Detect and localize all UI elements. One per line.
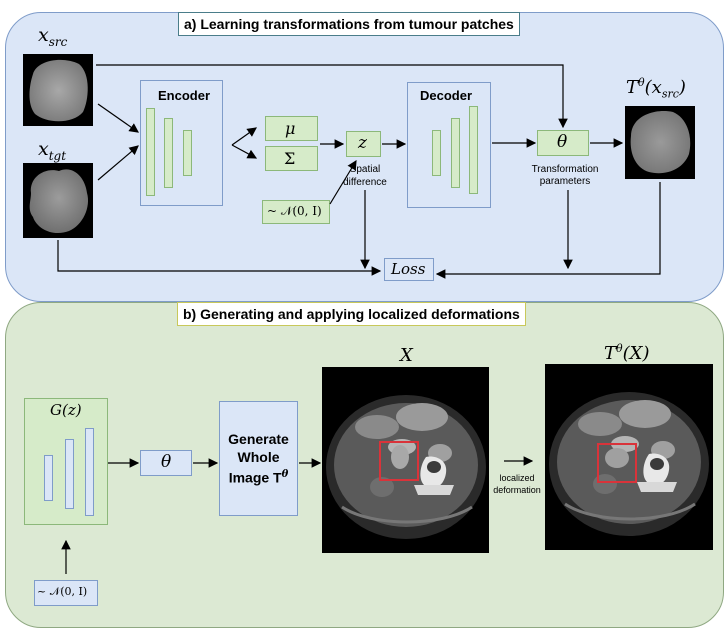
generator-layer-2 — [65, 439, 74, 509]
ct-image-x — [322, 367, 489, 553]
generate-line-3-text: Image T — [228, 469, 282, 486]
arrow-xsrc-theta — [96, 64, 568, 129]
output-a-patch — [625, 106, 695, 179]
decoder-layer-3 — [469, 106, 478, 194]
transformation-parameters-label: Transformation parameters — [531, 164, 599, 187]
mu-label: μ — [285, 119, 296, 138]
theta-box-a — [537, 130, 589, 156]
sigma-label: Σ — [284, 149, 296, 168]
theta-box-b — [140, 450, 192, 476]
arrow-xtgt-encoder — [97, 145, 139, 181]
encoder-label: Encoder — [158, 88, 211, 103]
generate-line-1: Generate — [228, 431, 289, 447]
x-tgt-label: xtgt — [38, 138, 67, 163]
ct-scan-tx — [549, 392, 709, 536]
decoder-layer-2 — [451, 118, 460, 188]
arrow-encoder-sigma — [231, 144, 258, 159]
arrow-xsrc-encoder — [97, 103, 139, 133]
x-tgt-patch — [23, 163, 93, 238]
generate-line-3: Image Tθ — [219, 466, 298, 487]
generate-line-2: Whole — [237, 449, 280, 465]
arrow-xtgt-loss — [57, 240, 382, 276]
decoder-layer-1 — [432, 130, 441, 176]
arrow-encoder-mu — [231, 127, 257, 146]
decoder-label: Decoder — [420, 88, 473, 103]
mu-box — [265, 116, 318, 141]
arrow-prior-z — [329, 159, 357, 205]
ct-image-tx — [545, 364, 713, 550]
output-a-label: Tθ(xsrc) — [626, 76, 686, 101]
generate-line-3-sup: θ — [281, 469, 289, 480]
output-b-label: Tθ(X) — [604, 342, 650, 364]
generate-whole-image-label: Generate Whole Image Tθ — [219, 430, 298, 487]
prior-box-a — [262, 200, 330, 224]
panel-b-title: b) Generating and applying localized def… — [177, 302, 526, 326]
loss-label: Loss — [391, 260, 426, 278]
encoder-layer-2 — [164, 118, 173, 188]
x-tgt-tumour-image — [29, 169, 89, 234]
prior-label-a: ~ 𝒩(0, I) — [267, 204, 322, 218]
loss-box — [384, 258, 434, 281]
theta-label-b: θ — [161, 452, 172, 472]
x-src-tumour-image — [29, 59, 88, 122]
panel-a-title: a) Learning transformations from tumour … — [178, 12, 520, 36]
arrow-output-loss — [435, 182, 661, 279]
x-src-label: xsrc — [38, 24, 68, 49]
roi-box-x — [379, 441, 419, 481]
transformed-tumour-image — [630, 111, 691, 174]
spatial-difference-label: Spatial difference — [343, 164, 387, 188]
image-x-label: X — [400, 345, 413, 366]
roi-box-tx — [597, 443, 637, 483]
prior-label-b: ~ 𝒩(0, I) — [37, 585, 88, 598]
theta-label-a: θ — [557, 132, 568, 152]
generate-whole-image-box — [219, 401, 298, 516]
encoder-layer-3 — [183, 130, 192, 176]
encoder-layer-1 — [146, 108, 155, 196]
z-box — [346, 131, 381, 157]
localized-deformation-label: localized deformation — [493, 473, 541, 495]
generator-label: G(z) — [50, 401, 82, 419]
x-src-patch — [23, 54, 93, 126]
ct-scan-x — [326, 395, 486, 539]
prior-box-b — [34, 580, 98, 606]
sigma-box — [265, 146, 318, 171]
z-label: z — [358, 133, 367, 153]
generator-layer-3 — [85, 428, 94, 516]
generator-layer-1 — [44, 455, 53, 501]
